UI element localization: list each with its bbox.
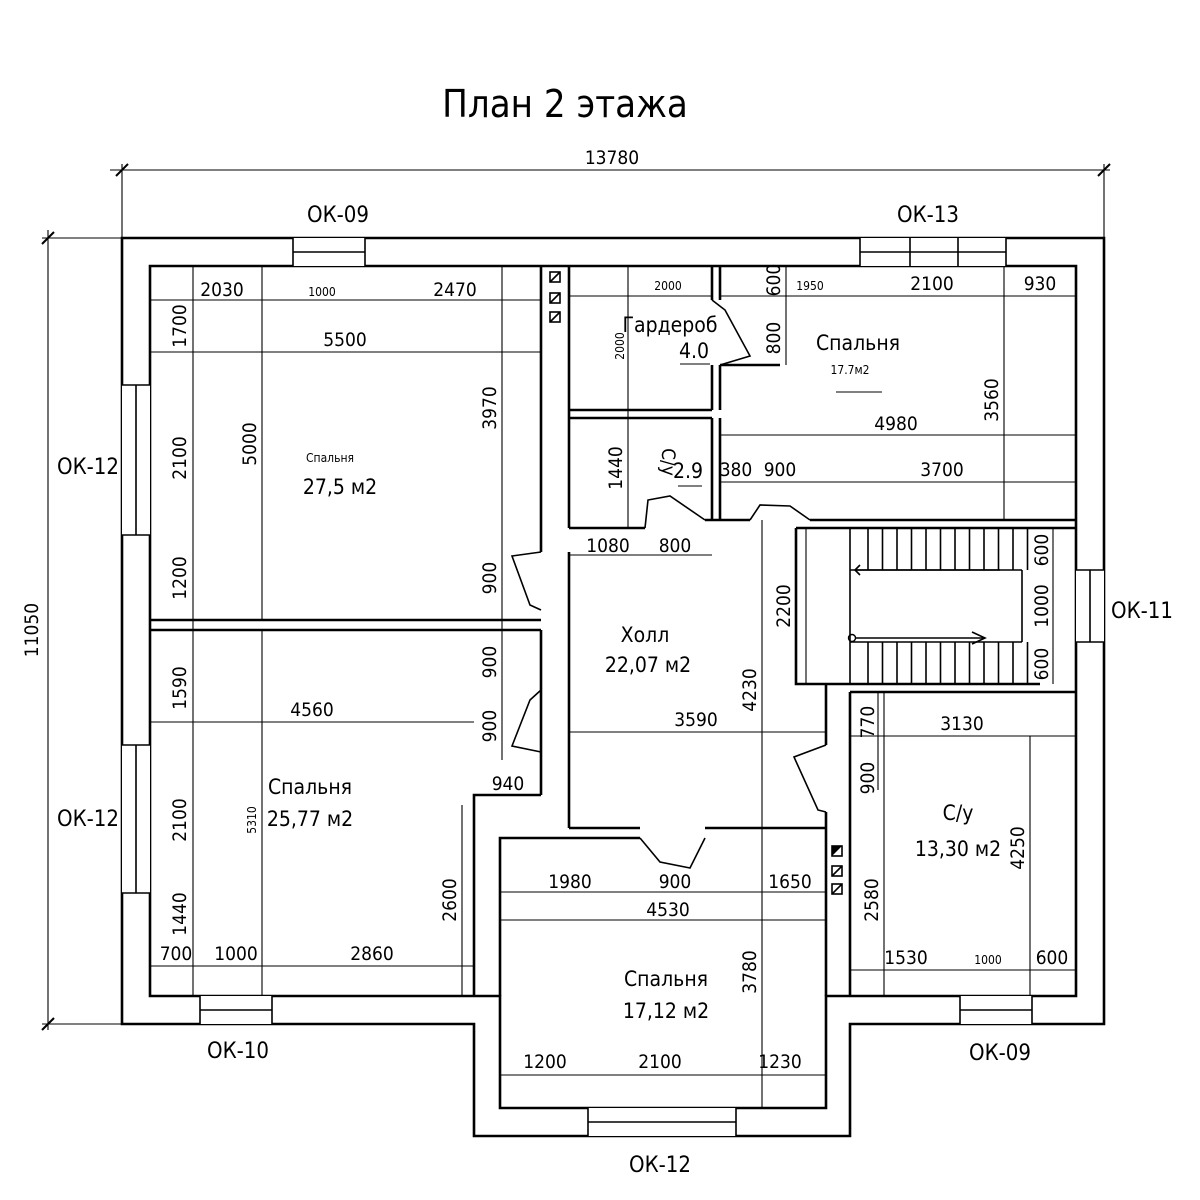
dim-label: 2100 (169, 436, 191, 480)
dim-label: 1000 (1031, 584, 1053, 628)
dim-label: 940 (492, 773, 525, 795)
dim-label: 2200 (773, 584, 795, 628)
dim-label: 3700 (920, 459, 964, 481)
dim-label: 3780 (739, 950, 761, 994)
window-label-right: ОК-11 (1111, 599, 1173, 624)
dim-label: 600 (763, 264, 785, 297)
dim-label: 930 (1024, 273, 1057, 295)
dim-label: 2100 (910, 273, 954, 295)
room-area-wc-large: 13,30 м2 (915, 837, 1001, 861)
dim-label: 600 (1036, 947, 1069, 969)
dim-label: 1440 (605, 446, 627, 490)
room-area-bedroom-2: 17.7м2 (830, 363, 869, 377)
windows (122, 238, 1104, 1136)
overall-dimensions: 13780 11050 (21, 147, 1111, 1031)
dim-label: 3590 (674, 709, 718, 731)
dim-label: 2100 (169, 798, 191, 842)
dim-label: 700 (160, 943, 193, 965)
dim-label: 1530 (884, 947, 928, 969)
dim-label: 1080 (586, 535, 630, 557)
dim-label: 600 (1031, 534, 1053, 567)
room-name-wc-large: С/у (943, 801, 974, 825)
dim-label: 770 (857, 706, 879, 739)
room-name-bedroom-2: Спальня (816, 331, 900, 355)
room-labels: Спальня 27,5 м2 Гардероб 4.0 Спальня 17.… (267, 313, 1001, 1023)
ventilation-marks (549, 271, 843, 895)
dim-label: 900 (857, 762, 879, 795)
window-label-top-right: ОК-13 (897, 203, 959, 228)
dim-label: 5310 (245, 806, 259, 834)
room-area-bedroom-1: 27,5 м2 (303, 475, 377, 499)
dim-label: 2030 (200, 279, 244, 301)
dimension-lines (150, 266, 1076, 1108)
dim-label: 2000 (613, 332, 627, 360)
dim-label: 5500 (323, 329, 367, 351)
dim-label: 3130 (940, 713, 984, 735)
dim-label: 4250 (1007, 826, 1029, 870)
inner-wall-outline (148, 264, 1078, 1110)
room-area-wardrobe: 4.0 (679, 339, 709, 363)
dim-label: 900 (479, 646, 501, 679)
dim-label: 1950 (796, 279, 824, 293)
dim-label: 380 (720, 459, 753, 481)
dim-label: 2100 (638, 1051, 682, 1073)
window-labels: ОК-09 ОК-13 ОК-12 ОК-12 ОК-11 ОК-10 ОК-0… (57, 203, 1173, 1178)
dim-label: 1440 (169, 892, 191, 936)
interior-walls (150, 266, 1076, 996)
room-name-wc-small: С/у (657, 448, 679, 476)
dim-label: 900 (764, 459, 797, 481)
room-name-bedroom-1: Спальня (306, 451, 354, 465)
dimension-labels: 2030 1000 2470 2000 600 1950 2100 930 17… (160, 264, 1069, 1073)
dim-label: 900 (659, 871, 692, 893)
plan-title: План 2 этажа (442, 82, 688, 126)
dim-label: 4980 (874, 413, 918, 435)
dim-label: 600 (1031, 648, 1053, 681)
window-label-bottom-center: ОК-12 (629, 1153, 691, 1178)
room-name-wardrobe: Гардероб (623, 313, 718, 337)
dim-label: 1650 (768, 871, 812, 893)
dim-label: 2470 (433, 279, 477, 301)
dim-label: 5000 (239, 422, 261, 466)
overall-width-label: 13780 (585, 147, 639, 169)
window-label-left-upper: ОК-12 (57, 455, 119, 480)
dim-label: 1230 (758, 1051, 802, 1073)
room-area-wc-small: 2.9 (673, 459, 703, 483)
window-label-left-lower: ОК-12 (57, 807, 119, 832)
dim-label: 1000 (308, 285, 336, 299)
room-area-hall: 22,07 м2 (605, 653, 691, 677)
dim-label: 1000 (974, 953, 1002, 967)
dim-label: 3970 (479, 386, 501, 430)
dim-label: 800 (659, 535, 692, 557)
dim-label: 2600 (439, 878, 461, 922)
room-name-hall: Холл (621, 623, 670, 647)
dim-label: 1200 (523, 1051, 567, 1073)
dim-label: 1590 (169, 666, 191, 710)
dim-label: 900 (479, 562, 501, 595)
staircase (847, 528, 1029, 684)
dim-label: 1980 (548, 871, 592, 893)
window-label-top-left: ОК-09 (307, 203, 369, 228)
dim-label: 1000 (214, 943, 258, 965)
dim-label: 2580 (861, 878, 883, 922)
dim-label: 4530 (646, 899, 690, 921)
dim-label: 800 (763, 322, 785, 355)
room-area-bedroom-3: 25,77 м2 (267, 807, 353, 831)
dim-label: 2860 (350, 943, 394, 965)
window-label-bottom-left: ОК-10 (207, 1039, 269, 1064)
dim-label: 2000 (654, 279, 682, 293)
dim-label: 4560 (290, 699, 334, 721)
dim-label: 1700 (169, 304, 191, 348)
dim-label: 900 (479, 710, 501, 743)
dim-label: 4230 (739, 668, 761, 712)
room-name-bedroom-3: Спальня (268, 775, 352, 799)
window-label-bottom-right: ОК-09 (969, 1041, 1031, 1066)
dim-label: 1200 (169, 556, 191, 600)
overall-height-label: 11050 (21, 603, 43, 657)
room-area-bedroom-4: 17,12 м2 (623, 999, 709, 1023)
room-name-bedroom-4: Спальня (624, 967, 708, 991)
dim-label: 3560 (981, 378, 1003, 422)
doors (510, 299, 827, 869)
